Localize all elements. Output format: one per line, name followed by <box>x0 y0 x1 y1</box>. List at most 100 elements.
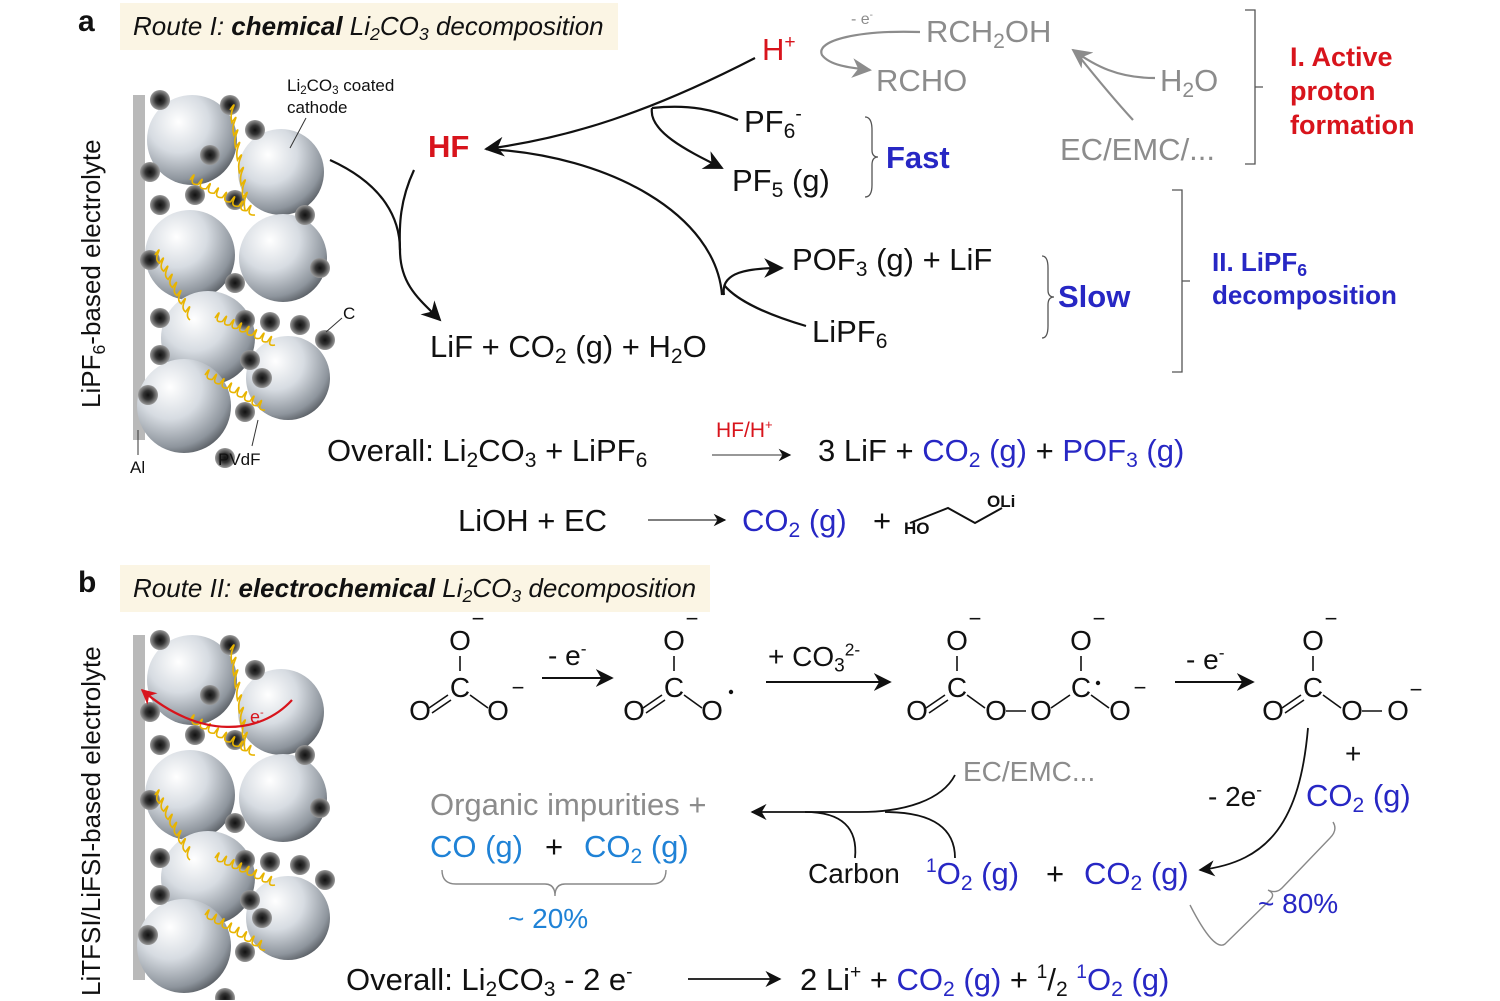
pf6-label: PF6- <box>744 104 802 143</box>
ethylene-glycol-chain <box>909 506 1003 525</box>
carbon-particle <box>225 273 245 293</box>
atom-O: O <box>487 695 509 726</box>
reaction-arrows-a <box>329 57 807 328</box>
hf-label: HF <box>428 129 470 164</box>
arrow-carbon-join <box>804 811 857 859</box>
charge-minus: − <box>472 606 485 631</box>
pct-20-label: ~ 20% <box>508 903 589 934</box>
carbon-particle <box>140 162 160 182</box>
radical-dot <box>728 689 734 695</box>
atom-C: C <box>947 672 967 703</box>
overall-a-plus: + <box>1026 433 1063 468</box>
bond <box>642 694 663 709</box>
cathode-leader-line <box>289 117 307 149</box>
pvdf-binder <box>204 369 266 411</box>
minus-e-label: - e- <box>851 9 873 28</box>
carbon-b-label: Carbon <box>808 858 900 889</box>
carbon-particle <box>150 735 170 755</box>
pvdf-binder <box>229 644 248 751</box>
arrow-to-pof3 <box>722 258 784 296</box>
panel-label-b: b <box>78 566 97 599</box>
carbon-particle <box>215 448 235 468</box>
group-1-line: proton <box>1290 76 1376 106</box>
cathode-particle <box>145 750 235 840</box>
group-2-label: II. LiPF6 decomposition <box>1212 246 1397 312</box>
atom-O: O <box>1030 695 1052 726</box>
pof3-lif-label: POF3 (g) + LiF <box>792 242 993 281</box>
organic-impurities-label: Organic impurities + <box>430 787 707 822</box>
atom-O: O <box>1341 695 1363 726</box>
cathode-illustration-b <box>133 630 335 1000</box>
ec-emc-b-label: EC/EMC... <box>963 756 1096 787</box>
arrow-hf-join <box>398 169 415 251</box>
al-current-collector <box>133 635 145 980</box>
carbon-particle <box>290 315 310 335</box>
arrow-ec-join <box>1077 54 1134 121</box>
carbon-particle <box>245 660 265 680</box>
carbon-particle <box>185 725 205 745</box>
brackets-a <box>864 9 1263 373</box>
carbon-particle <box>185 185 205 205</box>
lioh-ec-label: LiOH + EC <box>458 503 608 538</box>
pvdf-binder <box>214 312 276 347</box>
pvdf-label: PVdF <box>218 450 261 469</box>
title-suffix: Li2CO3 decomposition <box>342 11 604 44</box>
electrolyte-label-a: LiPF6-based electrolyte <box>76 139 109 408</box>
pvdf-binder <box>154 249 191 321</box>
atom-O: O <box>1109 695 1131 726</box>
bond <box>925 694 946 709</box>
carbon-particle <box>150 195 170 215</box>
cathode-particle <box>238 129 324 215</box>
cathode-particle <box>246 336 330 420</box>
brace-fast <box>864 116 879 198</box>
carbon-particle <box>310 798 330 818</box>
arrow-o2-join <box>884 811 956 859</box>
atom-O: O <box>1070 625 1092 656</box>
pvdf-binder <box>229 104 248 211</box>
atom-O: O <box>409 695 431 726</box>
pvdf-binder <box>214 852 276 887</box>
charge-minus: − <box>1134 675 1147 700</box>
oli-label: OLi <box>987 492 1016 511</box>
atom-C: C <box>450 672 470 703</box>
overall-b-left: Overall: Li2CO3 - 2 e- <box>346 962 633 1001</box>
bond <box>683 694 703 709</box>
bracket-group-1 <box>1245 9 1263 165</box>
carbon-particle <box>245 120 265 140</box>
carbon-label: C <box>343 304 356 323</box>
pvdf-leader-line <box>251 419 259 447</box>
carbon-particle <box>150 885 170 905</box>
carbon-particle <box>295 205 315 225</box>
atom-C: C <box>664 672 684 703</box>
cathode-particle <box>239 754 327 842</box>
panel-label-a: a <box>78 5 95 38</box>
cathode-particle <box>137 359 231 453</box>
co2-c-label: CO2 (g) <box>1306 778 1411 817</box>
atom-O: O <box>906 695 928 726</box>
cathode-particle <box>246 876 330 960</box>
arrow-cathode-to-lif <box>329 158 442 322</box>
bond <box>1050 694 1071 709</box>
pvdf-binder <box>189 174 256 216</box>
carbon-particle <box>215 988 235 1000</box>
cathode-illustration-a <box>133 90 343 468</box>
electron-path-arrow <box>140 688 293 728</box>
group-1-line: I. Active <box>1290 42 1393 72</box>
charge-minus: − <box>1093 606 1106 631</box>
carbon-particle <box>150 848 170 868</box>
carbon-particle <box>220 95 240 115</box>
gray-cycle-arrows <box>820 30 1156 121</box>
brace-slow <box>1041 255 1055 339</box>
arrow-to-pf5 <box>650 107 724 169</box>
route-title-b: Route II: electrochemical Li2CO3 decompo… <box>120 565 711 612</box>
overall-b-li: 2 Li+ + <box>800 962 897 997</box>
co2-b-label: CO2 (g) <box>1084 856 1189 895</box>
charge-minus: − <box>1410 677 1423 702</box>
overall-b-co2: CO2 (g) <box>896 962 1002 1001</box>
bond <box>469 694 489 709</box>
cathode-particle <box>145 210 235 300</box>
atom-O: O <box>701 695 723 726</box>
overall-a-pof3: POF3 (g) <box>1062 433 1185 472</box>
charge-minus: − <box>512 675 525 700</box>
